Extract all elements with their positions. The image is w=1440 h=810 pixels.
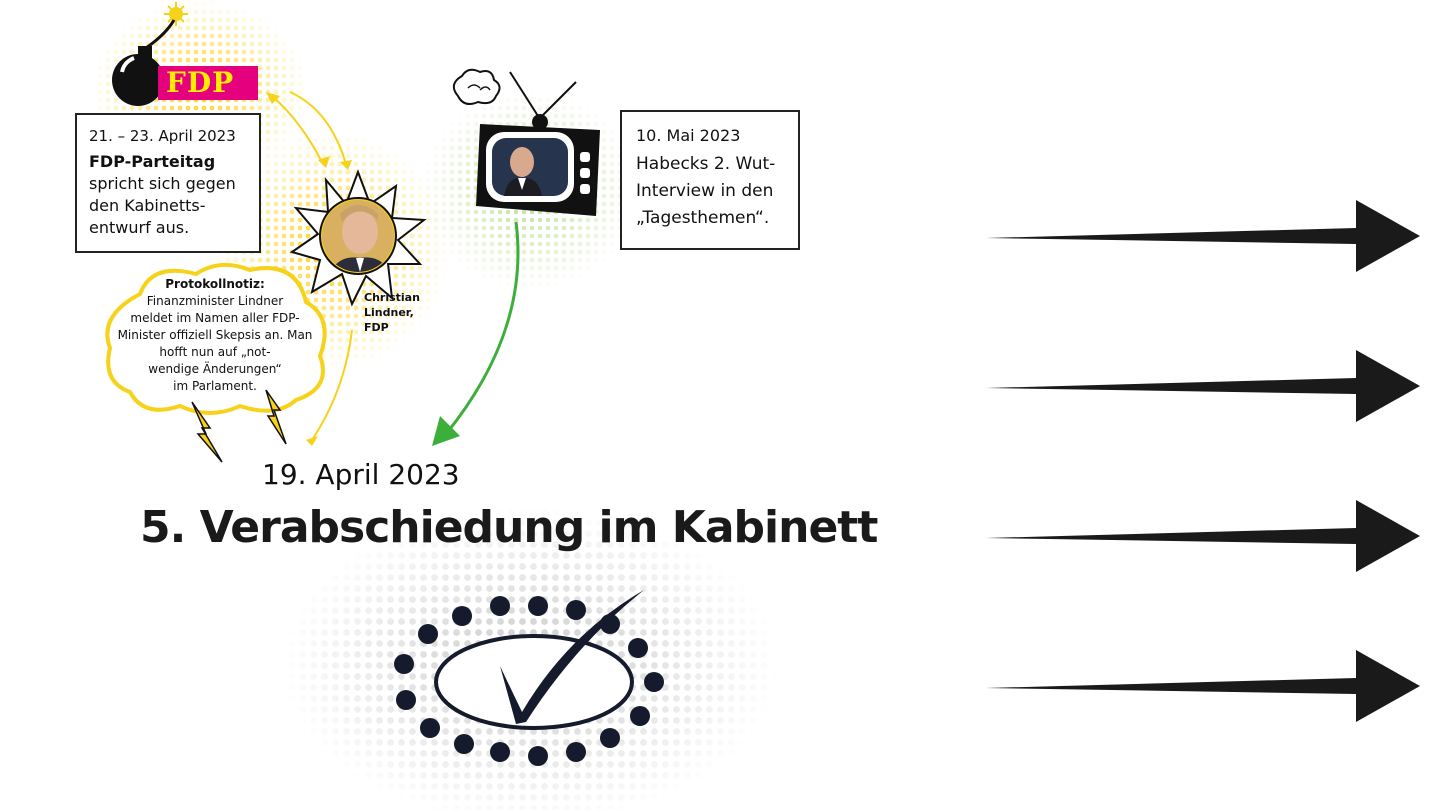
protocol-note-line: Minister offiziell Skepsis an. Man — [117, 328, 313, 342]
fdp-event-line: spricht sich gegen — [89, 174, 236, 193]
arrow-right-icon — [986, 650, 1420, 722]
arrow-right-icon — [986, 500, 1420, 572]
lindner-portrait — [319, 197, 397, 275]
caption-line: Christian — [364, 291, 420, 304]
tv-icon — [452, 68, 600, 216]
arrow-right-icon — [986, 350, 1420, 422]
lightning-icon — [191, 401, 223, 463]
fdp-event-line: entwurf aus. — [89, 218, 190, 237]
habeck-event-date: 10. Mai 2023 — [636, 126, 741, 145]
habeck-event-card: 10. Mai 2023 Habecks 2. Wut- Interview i… — [620, 110, 800, 250]
habeck-event-line: „Tagesthemen“. — [636, 208, 770, 228]
protocol-note-line: im Parlament. — [173, 379, 257, 393]
habeck-event-line: Interview in den — [636, 181, 774, 201]
checkmark-icon — [394, 590, 664, 766]
protocol-note-line: wendige Änderungen“ — [148, 362, 282, 376]
habeck-event-line: Habecks 2. Wut- — [636, 154, 776, 174]
protocol-note-line: hofft nun auf „not- — [159, 345, 271, 359]
fdp-event-line: den Kabinetts- — [89, 196, 206, 215]
fdp-event-title: FDP-Parteitag — [89, 152, 216, 171]
yellow-connector-arrows — [266, 91, 353, 446]
green-arrow-icon — [432, 221, 520, 446]
main-event-date: 19. April 2023 — [262, 458, 460, 491]
portrait-caption: Christian Lindner, FDP — [364, 290, 420, 335]
caption-line: FDP — [364, 321, 389, 334]
protocol-note-line: meldet im Namen aller FDP- — [130, 311, 300, 325]
fdp-event-card: 21. – 23. April 2023 FDP-Parteitag spric… — [75, 113, 261, 253]
protocol-note-line: Finanzminister Lindner — [146, 294, 284, 308]
caption-line: Lindner, — [364, 306, 414, 319]
arrow-right-icon — [986, 200, 1420, 272]
thought-cloud — [105, 262, 327, 415]
main-event-title: 5. Verabschiedung im Kabinett — [140, 502, 878, 553]
bomb-icon — [112, 2, 188, 106]
fdp-event-date: 21. – 23. April 2023 — [89, 127, 236, 145]
protocol-note: Protokollnotiz: Finanzminister Lindner m… — [112, 276, 318, 395]
protocol-note-heading: Protokollnotiz: — [165, 277, 265, 291]
lightning-icon — [265, 389, 287, 445]
fdp-logo: FDP — [158, 66, 258, 100]
